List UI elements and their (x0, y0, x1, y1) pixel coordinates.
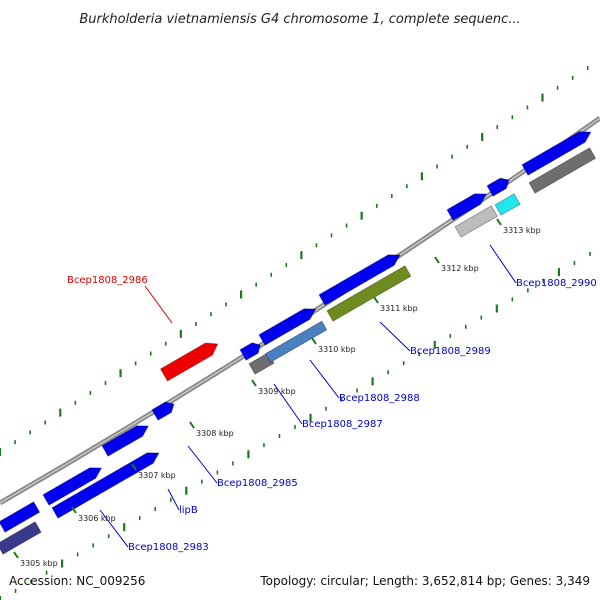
chromosome-backbone (0, 115, 600, 506)
backbone-highlight (0, 117, 600, 504)
gene-feature (326, 265, 412, 322)
label-leader (489, 244, 517, 284)
tick-mark (496, 218, 502, 226)
tick-label: 3308 kbp (196, 429, 234, 438)
accession-text: Accession: NC_009256 (9, 574, 145, 588)
tick-label: 3310 kbp (318, 345, 356, 354)
gene-feature (0, 521, 42, 555)
gene-feature (51, 452, 160, 519)
tick-label: 3306 kbp (78, 514, 116, 523)
gene-feature (528, 147, 597, 194)
grid-dots (0, 66, 591, 600)
gene-feature (494, 193, 521, 216)
tick-label: 3313 kbp (503, 226, 541, 235)
gene-feature (318, 254, 401, 306)
tick-label: 3312 kbp (441, 264, 479, 273)
gene-feature (486, 177, 510, 197)
tick-label: 3305 kbp (20, 559, 58, 568)
tick-label: 3307 kbp (138, 471, 176, 480)
tick-mark (434, 256, 440, 264)
gene-feature (258, 308, 317, 346)
gene-feature (101, 425, 149, 457)
gene-label: Bcep1808_2990 (516, 278, 597, 289)
tick-mark (251, 379, 257, 387)
gene-label: Bcep1808_2989 (410, 346, 491, 357)
gene-feature (159, 342, 219, 382)
gene-feature (42, 467, 103, 506)
tick-mark (311, 337, 317, 345)
gene-feature (264, 320, 328, 363)
gene-label: Bcep1808_2983 (128, 542, 209, 553)
gene-features (0, 131, 597, 555)
label-leader (167, 488, 180, 511)
summary-text: Topology: circular; Length: 3,652,814 bp… (259, 574, 590, 588)
tick-mark (189, 421, 195, 429)
gene-feature (0, 501, 41, 533)
gene-labels: Bcep1808_2986 Bcep1808_2990Bcep1808_2989B… (67, 244, 597, 553)
backbone-line (0, 115, 600, 506)
tick-label: 3309 kbp (258, 387, 296, 396)
gene-feature (239, 342, 261, 361)
label-leader (187, 445, 218, 484)
gene-label: lipB (179, 505, 198, 516)
gene-feature (446, 193, 488, 221)
tick-mark (71, 506, 77, 514)
tick-mark (373, 296, 379, 304)
scale-ticks: 3305 kbp 3306 kbp 3307 kbp 3308 kbp 3309 kbp… (13, 218, 541, 568)
gene-label: Bcep1808_2988 (339, 393, 420, 404)
tick-mark (13, 551, 19, 559)
label-leader (144, 285, 173, 324)
gene-label: Bcep1808_2986 (67, 275, 148, 286)
tick-label: 3311 kbp (380, 304, 418, 313)
gene-label: Bcep1808_2987 (302, 419, 383, 430)
gene-feature (454, 205, 498, 238)
gene-label: Bcep1808_2985 (217, 478, 298, 489)
tick-mark (131, 463, 137, 471)
gene-feature (521, 131, 592, 176)
label-leader (379, 321, 411, 352)
label-leader (309, 359, 340, 399)
label-leader (273, 383, 303, 425)
gene-feature (151, 401, 175, 421)
map-title: Burkholderia vietnamiensis G4 chromosome… (79, 12, 520, 27)
label-leader (99, 509, 129, 548)
